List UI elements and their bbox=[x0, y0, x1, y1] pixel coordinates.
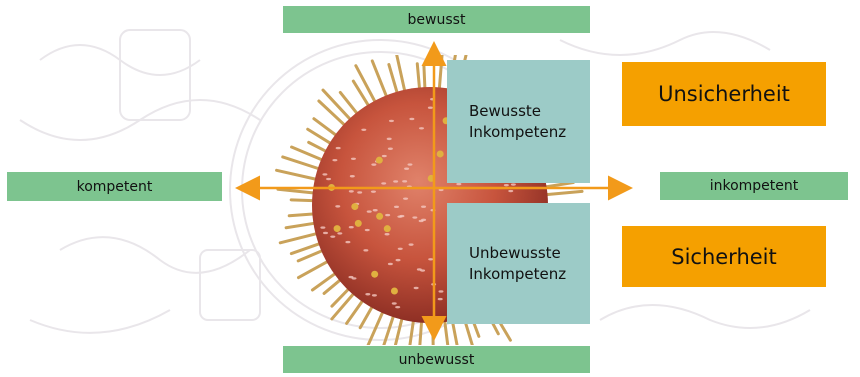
axis-label-right: inkompetent bbox=[660, 172, 848, 200]
axis-label-left: kompetent bbox=[7, 172, 222, 201]
axis-label-bottom: unbewusst bbox=[283, 346, 590, 373]
quadrant-lower-line1: Unbewusste bbox=[469, 243, 566, 264]
quadrant-unbewusste-inkompetenz: Unbewusste Inkompetenz bbox=[447, 203, 590, 324]
state-unsicherheit: Unsicherheit bbox=[622, 62, 826, 126]
quadrant-upper-line1: Bewusste bbox=[469, 101, 566, 122]
state-sicherheit: Sicherheit bbox=[622, 226, 826, 287]
quadrant-lower-line2: Inkompetenz bbox=[469, 264, 566, 285]
axis-label-top: bewusst bbox=[283, 6, 590, 33]
quadrant-bewusste-inkompetenz: Bewusste Inkompetenz bbox=[447, 60, 590, 183]
quadrant-upper-line2: Inkompetenz bbox=[469, 122, 566, 143]
